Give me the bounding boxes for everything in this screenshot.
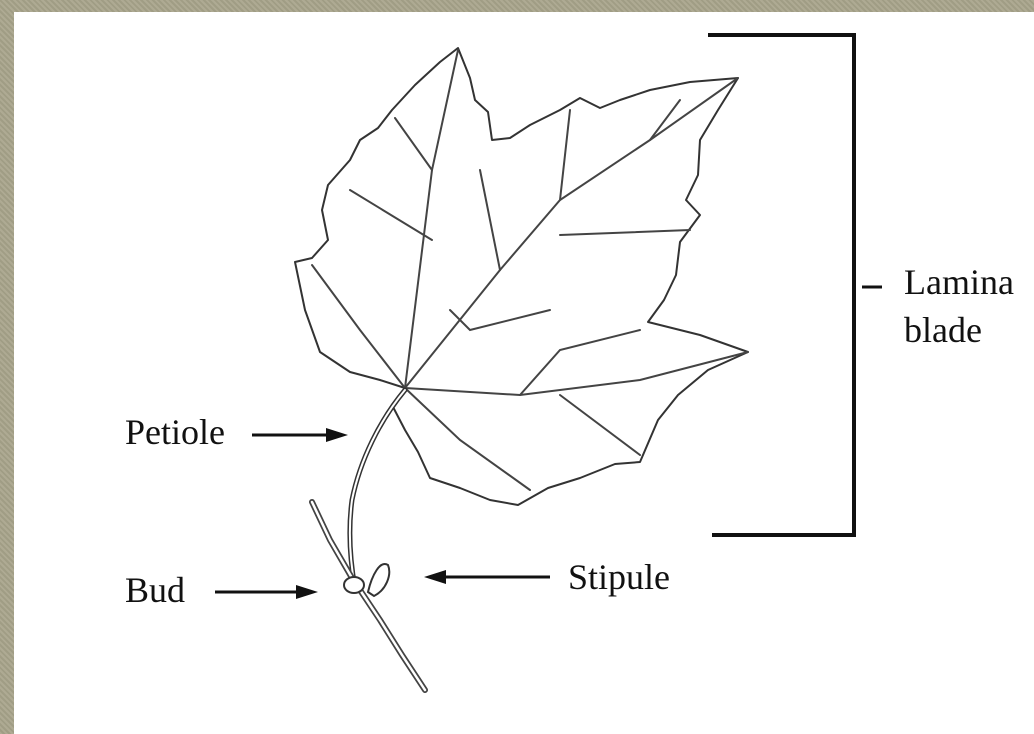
bud: [344, 577, 364, 593]
petiole: [350, 390, 405, 588]
lamina-bracket: [708, 35, 854, 535]
twig: [312, 502, 425, 690]
blade-label: blade: [904, 310, 982, 350]
bud-label: Bud: [125, 570, 185, 610]
lamina-label: Lamina: [904, 262, 1014, 302]
stipule: [368, 564, 389, 596]
stipule-arrow: [424, 570, 550, 584]
bud-arrow: [215, 585, 318, 599]
leaf-blade-outline: [295, 48, 748, 505]
petiole-label: Petiole: [125, 412, 225, 452]
stipule-label: Stipule: [568, 557, 670, 597]
petiole-arrow: [252, 428, 348, 442]
